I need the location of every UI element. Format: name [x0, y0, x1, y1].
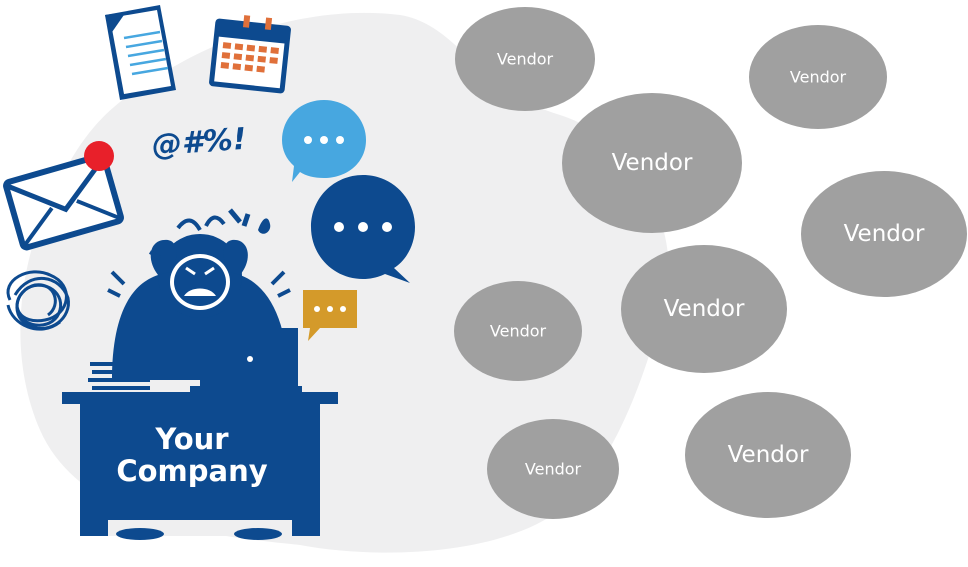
- vendor-ellipse: [454, 281, 582, 381]
- vendor-bubble: Vendor: [801, 171, 967, 297]
- envelope-icon: [3, 152, 124, 251]
- vendor-ellipse: [685, 392, 851, 518]
- vendor-group: VendorVendorVendorVendorVendorVendorVend…: [454, 7, 967, 519]
- paper-stack-icon: [88, 362, 150, 390]
- vendor-bubble: Vendor: [455, 7, 595, 111]
- frustration-symbols: @#%!: [151, 122, 248, 164]
- vendor-label: Vendor: [497, 50, 554, 69]
- document-icon: [105, 5, 176, 100]
- vendor-bubble: Vendor: [562, 93, 742, 233]
- vendor-ellipse: [801, 171, 967, 297]
- vendor-bubble: Vendor: [749, 25, 887, 129]
- vendor-label: Vendor: [844, 221, 925, 247]
- laptop-icon: [190, 328, 302, 392]
- vendor-ellipse: [749, 25, 887, 129]
- chat-bubble-icon: [282, 100, 366, 182]
- chat-bubble-icon: [303, 290, 357, 341]
- vendor-label: Vendor: [728, 442, 809, 468]
- desk-icon: [62, 392, 338, 540]
- vendor-ellipse: [621, 245, 787, 373]
- vendor-bubble: Vendor: [454, 281, 582, 381]
- vendor-ellipse: [487, 419, 619, 519]
- vendor-ellipse: [562, 93, 742, 233]
- notification-dot-icon: [84, 141, 114, 171]
- chat-bubble-icon: [311, 175, 415, 283]
- vendor-label: Vendor: [664, 296, 745, 322]
- vendor-ellipse: [455, 7, 595, 111]
- vendor-bubble: Vendor: [685, 392, 851, 518]
- tangled-scribble-icon: [6, 270, 70, 331]
- vendor-bubble: Vendor: [621, 245, 787, 373]
- vendor-label: Vendor: [525, 460, 582, 479]
- company-name-line1: Your: [154, 422, 229, 456]
- company-name-line2: Company: [116, 454, 267, 488]
- vendor-label: Vendor: [612, 150, 693, 176]
- vendor-label: Vendor: [790, 68, 847, 87]
- vendor-label: Vendor: [490, 322, 547, 341]
- calendar-icon: [209, 15, 291, 94]
- vendor-bubble: Vendor: [487, 419, 619, 519]
